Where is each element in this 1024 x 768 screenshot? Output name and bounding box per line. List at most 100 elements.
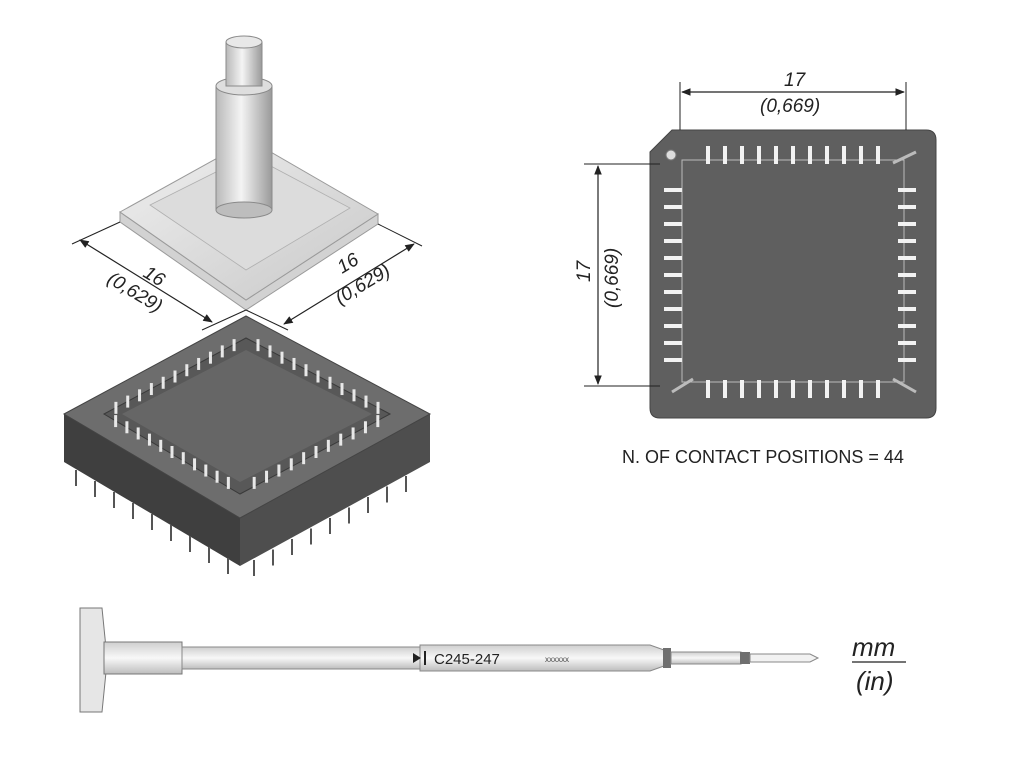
top-slot bbox=[791, 146, 795, 164]
iso-slot bbox=[376, 415, 380, 428]
iso-slot bbox=[289, 458, 293, 471]
iso-slot bbox=[204, 464, 208, 477]
bottom-slot bbox=[842, 380, 846, 398]
bottom-slot bbox=[876, 380, 880, 398]
top-height-mm: 17 bbox=[574, 259, 595, 282]
top-socket: 17 (0,669) 17 (0,669) N. OF CONTACT POSI… bbox=[574, 70, 937, 467]
left-slot bbox=[664, 273, 682, 277]
iso-slot bbox=[340, 383, 344, 396]
top-socket-slots bbox=[664, 146, 916, 398]
iso-slot bbox=[193, 458, 197, 471]
top-width-in: (0,669) bbox=[760, 96, 820, 117]
tool-side-view: C245-247 xxxxxx bbox=[79, 607, 820, 713]
iso-dim-b-mm: 16 bbox=[334, 249, 363, 278]
left-slot bbox=[664, 324, 682, 328]
bottom-slot bbox=[774, 380, 778, 398]
units-legend: mm (in) bbox=[852, 632, 906, 696]
top-slot bbox=[774, 146, 778, 164]
left-slot bbox=[664, 222, 682, 226]
iso-slot bbox=[339, 433, 343, 446]
top-slot bbox=[808, 146, 812, 164]
right-slot bbox=[898, 188, 916, 192]
iso-slot bbox=[138, 389, 142, 402]
iso-slot bbox=[364, 395, 368, 408]
iso-slot bbox=[352, 389, 356, 402]
top-slot bbox=[740, 146, 744, 164]
left-slot bbox=[664, 239, 682, 243]
iso-slot bbox=[170, 446, 174, 458]
left-slot bbox=[664, 358, 682, 362]
top-slot bbox=[842, 146, 846, 164]
iso-slot bbox=[326, 439, 330, 452]
right-slot bbox=[898, 205, 916, 209]
right-slot bbox=[898, 341, 916, 345]
iso-slot bbox=[114, 415, 118, 428]
left-slot bbox=[664, 188, 682, 192]
top-slot bbox=[876, 146, 880, 164]
right-slot bbox=[898, 239, 916, 243]
right-slot bbox=[898, 307, 916, 311]
iso-socket-pins bbox=[75, 470, 407, 576]
iso-slot bbox=[302, 452, 306, 465]
unit-imperial: (in) bbox=[856, 666, 894, 696]
contact-positions-note: N. OF CONTACT POSITIONS = 44 bbox=[622, 447, 904, 467]
left-slot bbox=[664, 307, 682, 311]
iso-slot bbox=[126, 395, 130, 408]
iso-slot bbox=[136, 427, 140, 440]
iso-socket-slots bbox=[114, 339, 380, 489]
left-slot bbox=[664, 290, 682, 294]
iso-slot bbox=[181, 452, 185, 465]
iso-slot bbox=[292, 357, 296, 370]
iso-slot bbox=[252, 476, 256, 489]
iso-slot bbox=[173, 370, 177, 383]
top-slot bbox=[825, 146, 829, 164]
iso-slot bbox=[314, 446, 318, 458]
right-slot bbox=[898, 290, 916, 294]
iso-slot bbox=[268, 345, 272, 358]
iso-slot bbox=[161, 376, 165, 389]
iso-slot bbox=[125, 421, 129, 434]
bottom-slot bbox=[825, 380, 829, 398]
iso-slot bbox=[265, 470, 269, 483]
iso-slot bbox=[220, 345, 224, 358]
left-slot bbox=[664, 341, 682, 345]
iso-slot bbox=[114, 401, 118, 414]
iso-slot bbox=[159, 439, 163, 452]
iso-slot bbox=[363, 421, 367, 434]
right-slot bbox=[898, 222, 916, 226]
top-slot bbox=[859, 146, 863, 164]
top-slot bbox=[706, 146, 710, 164]
iso-slot bbox=[208, 351, 212, 364]
iso-slot bbox=[149, 383, 153, 396]
iso-slot bbox=[376, 401, 380, 414]
bottom-slot bbox=[706, 380, 710, 398]
bottom-slot bbox=[740, 380, 744, 398]
right-slot bbox=[898, 273, 916, 277]
iso-slot bbox=[215, 470, 219, 483]
iso-slot bbox=[280, 351, 284, 364]
iso-slot bbox=[226, 476, 230, 489]
top-slot bbox=[757, 146, 761, 164]
left-slot bbox=[664, 256, 682, 260]
iso-slot bbox=[256, 339, 260, 352]
bottom-slot bbox=[791, 380, 795, 398]
bottom-slot bbox=[723, 380, 727, 398]
bottom-slot bbox=[757, 380, 761, 398]
iso-slot bbox=[316, 370, 320, 383]
right-slot bbox=[898, 256, 916, 260]
top-width-mm: 17 bbox=[784, 70, 807, 91]
bottom-slot bbox=[859, 380, 863, 398]
iso-slot bbox=[304, 364, 308, 377]
iso-slot bbox=[185, 364, 189, 377]
unit-metric: mm bbox=[852, 632, 895, 662]
iso-slot bbox=[197, 357, 201, 370]
right-slot bbox=[898, 358, 916, 362]
iso-slot bbox=[232, 339, 236, 352]
iso-slot bbox=[328, 376, 332, 389]
iso-slot bbox=[147, 433, 151, 446]
right-slot bbox=[898, 324, 916, 328]
left-slot bbox=[664, 205, 682, 209]
tool-model-label: C245-247 bbox=[434, 651, 500, 668]
